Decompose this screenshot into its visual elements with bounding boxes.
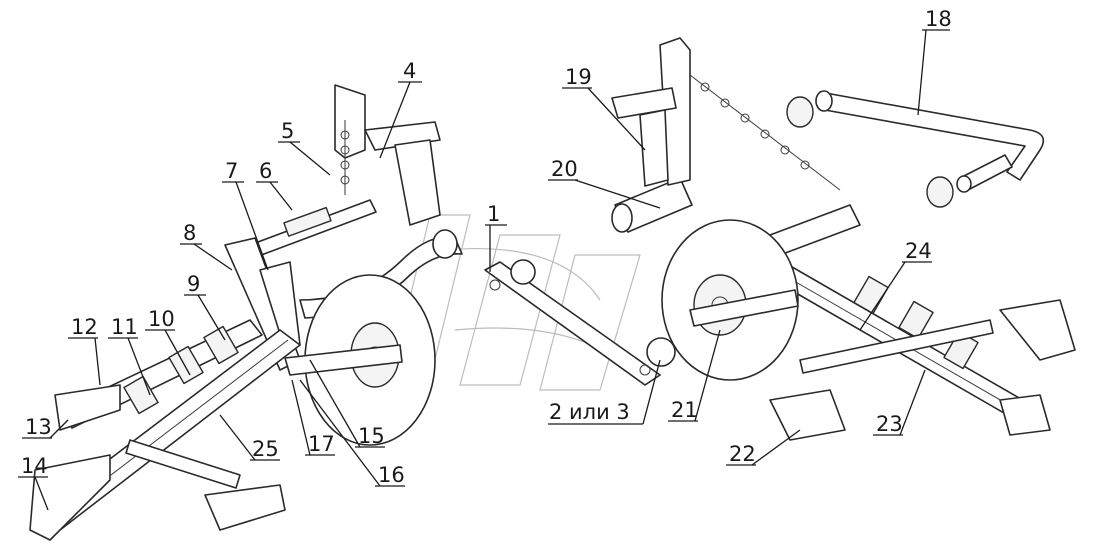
right-assembly [611,37,1076,441]
callout-24: 24 [905,239,932,263]
callout-13: 13 [25,415,52,439]
callouts: 1 2 или 3 4 5 6 7 8 9 10 11 [18,7,952,511]
callout-20: 20 [551,157,578,181]
callout-1: 1 [487,202,500,226]
callout-6: 6 [259,159,272,183]
callout-19: 19 [565,65,592,89]
callout-5: 5 [281,119,294,143]
callout-8: 8 [183,221,196,245]
callout-23: 23 [876,412,903,436]
callout-17: 17 [308,432,335,456]
center-parts [484,177,693,386]
callout-4: 4 [403,59,416,83]
callout-10: 10 [148,307,175,331]
callout-25: 25 [252,437,279,461]
callout-22: 22 [729,442,756,466]
left-assembly [29,84,463,541]
callout-2-or-3: 2 или 3 [549,400,630,424]
callout-16: 16 [378,463,405,487]
callout-21: 21 [671,398,698,422]
callout-12: 12 [71,315,98,339]
callout-11: 11 [111,315,138,339]
callout-15: 15 [358,424,385,448]
callout-18: 18 [925,7,952,31]
callout-7: 7 [225,159,238,183]
callout-14: 14 [21,454,48,478]
callout-9: 9 [187,272,200,296]
